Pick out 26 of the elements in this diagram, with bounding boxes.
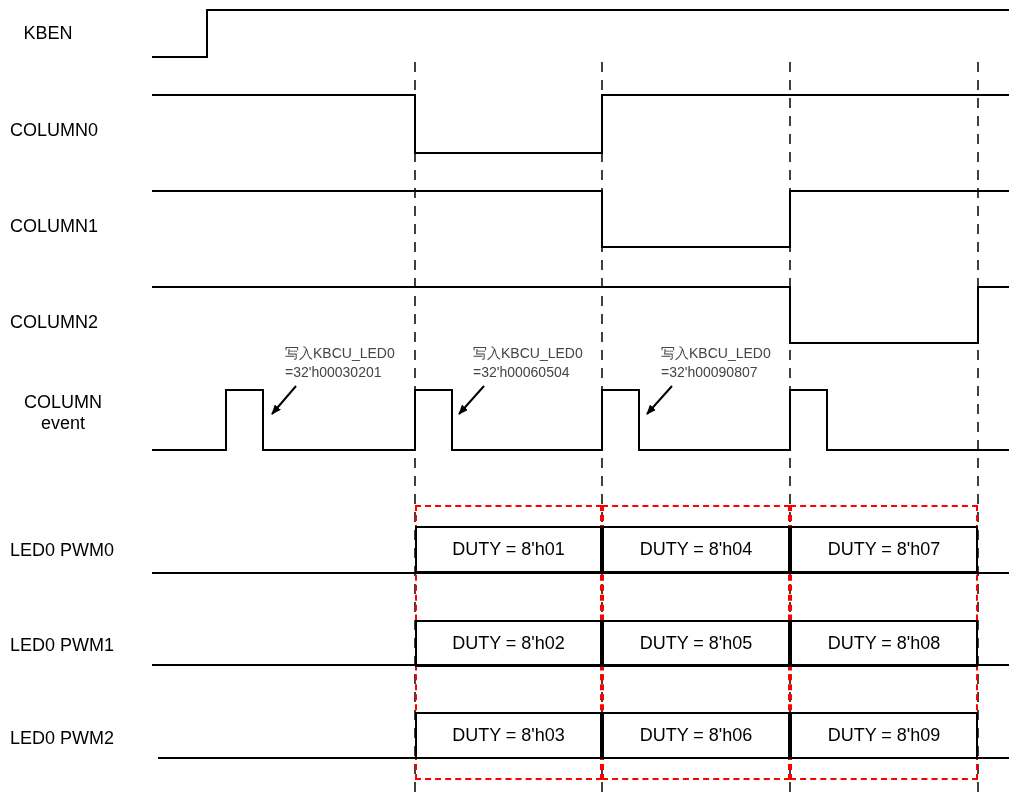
signal-label: LED0 PWM1 <box>10 634 115 656</box>
highlight-box <box>790 505 978 780</box>
arrow <box>271 385 297 415</box>
signal-label: COLUMN event <box>24 392 102 434</box>
bus-value-box: DUTY = 8'h09 <box>790 712 978 759</box>
bus-value-box: DUTY = 8'h06 <box>602 712 790 759</box>
annotation-text: 写入KBCU_LED0 =32'h00060504 <box>473 344 583 382</box>
highlight-box <box>602 505 790 780</box>
bus-value-box: DUTY = 8'h01 <box>415 526 602 573</box>
highlight-box <box>415 505 602 780</box>
signal-label: COLUMN0 <box>10 119 98 141</box>
arrow <box>458 385 485 415</box>
bus-value-box: DUTY = 8'h03 <box>415 712 602 759</box>
bus-value-box: DUTY = 8'h07 <box>790 526 978 573</box>
bus-value-box: DUTY = 8'h04 <box>602 526 790 573</box>
bus-value-box: DUTY = 8'h02 <box>415 620 602 667</box>
signal-label: COLUMN2 <box>10 311 98 333</box>
signal-label: LED0 PWM0 <box>10 539 115 561</box>
arrow <box>646 385 673 415</box>
bus-value-box: DUTY = 8'h05 <box>602 620 790 667</box>
annotation-text: 写入KBCU_LED0 =32'h00030201 <box>285 344 395 382</box>
bus-value-box: DUTY = 8'h08 <box>790 620 978 667</box>
signal-label: COLUMN1 <box>10 215 98 237</box>
annotation-text: 写入KBCU_LED0 =32'h00090807 <box>661 344 771 382</box>
signal-label: KBEN <box>23 22 73 44</box>
signal-label: LED0 PWM2 <box>10 727 115 749</box>
